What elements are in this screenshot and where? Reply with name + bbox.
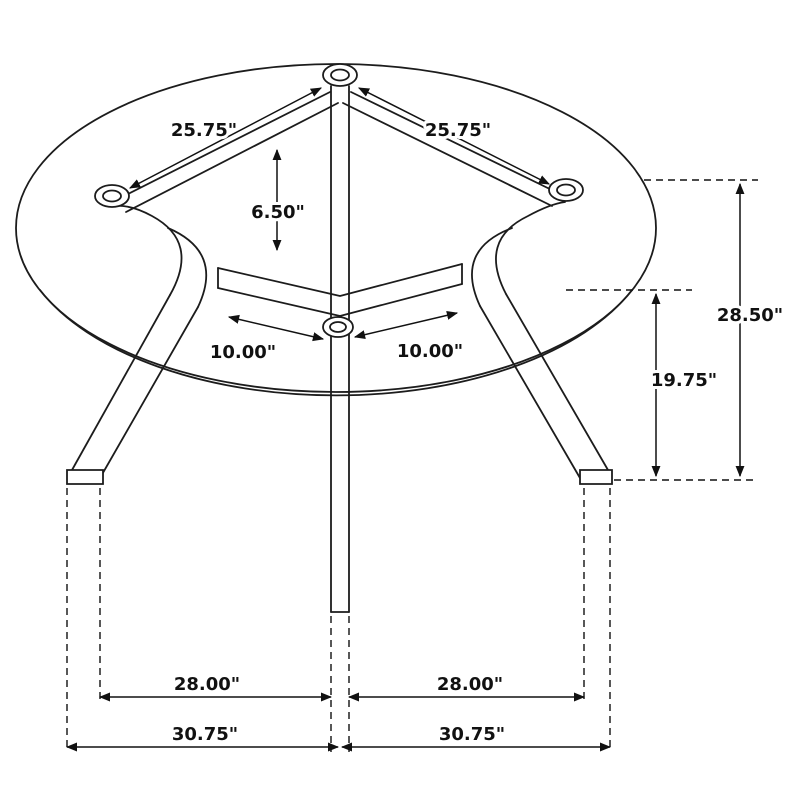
dim-label-footprint-right: 28.00": [437, 674, 503, 695]
dim-line-spoke-top-right: [357, 87, 551, 185]
spoke-arms: [119, 91, 559, 213]
dim-label-base-span-right: 30.75": [439, 724, 505, 745]
dimension-lines: [65, 87, 745, 752]
left-foot: [66, 469, 104, 485]
dim-line-brace-left: [227, 314, 325, 342]
left-mount: [94, 184, 130, 208]
dim-label-spoke-top-right: 25.75": [425, 120, 491, 141]
center-pole: [330, 85, 350, 613]
right-foot: [579, 469, 613, 485]
dim-label-underside-clearance: 19.75": [651, 370, 717, 391]
hub-mount: [322, 316, 354, 338]
dim-line-spoke-top-left: [129, 87, 322, 189]
top-center-mount: [322, 63, 358, 87]
left-leg: [66, 204, 207, 485]
dim-label-brace-left: 10.00": [210, 342, 276, 363]
dim-label-brace-right: 10.00": [397, 341, 463, 362]
right-leg: [471, 201, 613, 485]
dim-label-base-span-left: 30.75": [172, 724, 238, 745]
center-brace: [217, 263, 463, 317]
extension-lines: [66, 179, 758, 752]
glass-top: [15, 63, 657, 397]
dim-label-footprint-left: 28.00": [174, 674, 240, 695]
dim-label-hub-depth: 6.50": [251, 202, 305, 223]
dimension-labels: 25.75" 25.75" 6.50" 10.00" 10.00" 28.50"…: [168, 117, 786, 748]
dim-label-overall-height: 28.50": [717, 305, 783, 326]
dim-label-spoke-top-left: 25.75": [171, 120, 237, 141]
right-mount: [548, 178, 584, 202]
dim-line-brace-right: [353, 310, 459, 340]
